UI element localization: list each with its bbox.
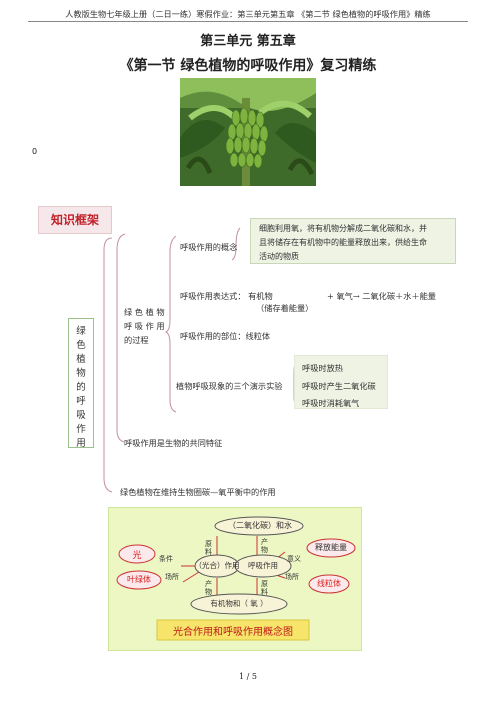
top-node: （二氧化碳）和水 [228,521,292,530]
experiment-items-box [294,355,388,409]
respiration-node: 呼吸作用 [248,561,278,570]
process-line-1: 绿 色 植 物 [124,307,165,317]
header-divider [28,21,468,22]
expression-formula: + 氧气→ 二氧化碳＋水＋能量 [327,291,436,301]
photosynthesis-node: （光合）作用 [194,561,240,570]
experiment-item: 呼吸时产生二氧化碳 [302,381,376,391]
experiment-item: 呼吸时放热 [302,363,343,373]
product-label-1: 产物 [261,538,268,554]
framework-vertical-label: 绿 色 植 物 的 呼 吸 作 用 [68,318,94,449]
condition-label: 条件 [159,555,173,563]
concept-map-lines [116,516,356,641]
page-number: 1 / 5 [239,672,257,681]
bottom-node: 有机物和（ 氧 ） [210,599,268,608]
process-line-3: 的过程 [124,335,149,345]
product-label-2: 产物 [205,580,212,596]
experiment-item: 呼吸时消耗氧气 [302,398,360,408]
release-energy-node: 释放能量 [315,543,347,552]
carbon-oxygen-balance: 绿色植物在维持生物圈碳—氧平衡中的作用 [120,487,276,497]
expression-note: （储存着能量） [256,303,314,313]
concept-definition-box: 细胞利用氧，将有机物分解成二氧化碳和水，并 且将储存在有机物中的能量释放出来，供… [250,218,456,264]
chloroplast-node: 叶绿体 [127,575,151,584]
raw-label-1: 原料 [205,540,212,556]
meaning-label: 意义 [287,555,301,563]
banana-plant-photo [180,78,316,186]
section-title: 《第一节 绿色植物的呼吸作用》复习精练 [119,58,377,74]
common-feature: 呼吸作用是生物的共同特征 [124,438,223,448]
expression-label: 呼吸作用表达式： 有机物 [180,291,273,301]
raw-label-2: 原料 [261,580,268,596]
light-node: 光 [132,551,142,561]
concept-label: 呼吸作用的概念 [180,242,238,252]
process-line-2: 呼 吸 作 用 [124,321,165,331]
knowledge-framework-label: 知识框架 [38,206,112,234]
place-label-2: 场所 [285,573,299,581]
place-label: 场所 [165,573,179,581]
diagram-caption: 光合作用和呼吸作用概念图 [173,627,293,638]
stray-mark: 0 [32,147,38,156]
page-header: 人教版生物七年级上册（二日一练）寒假作业：第三单元第五章 《第二节 绿色植物的呼… [65,9,431,19]
mitochondria-node: 线粒体 [317,579,341,588]
respiration-site: 呼吸作用的部位：线粒体 [180,331,271,341]
concept-map-diagram: （二氧化碳）和水 光 叶绿体 （光合）作用 呼吸作用 释放能量 线粒体 有机物和… [108,507,362,651]
experiments-label: 植物呼吸现象的三个演示实验 [176,381,283,391]
unit-title: 第三单元 第五章 [200,34,296,49]
